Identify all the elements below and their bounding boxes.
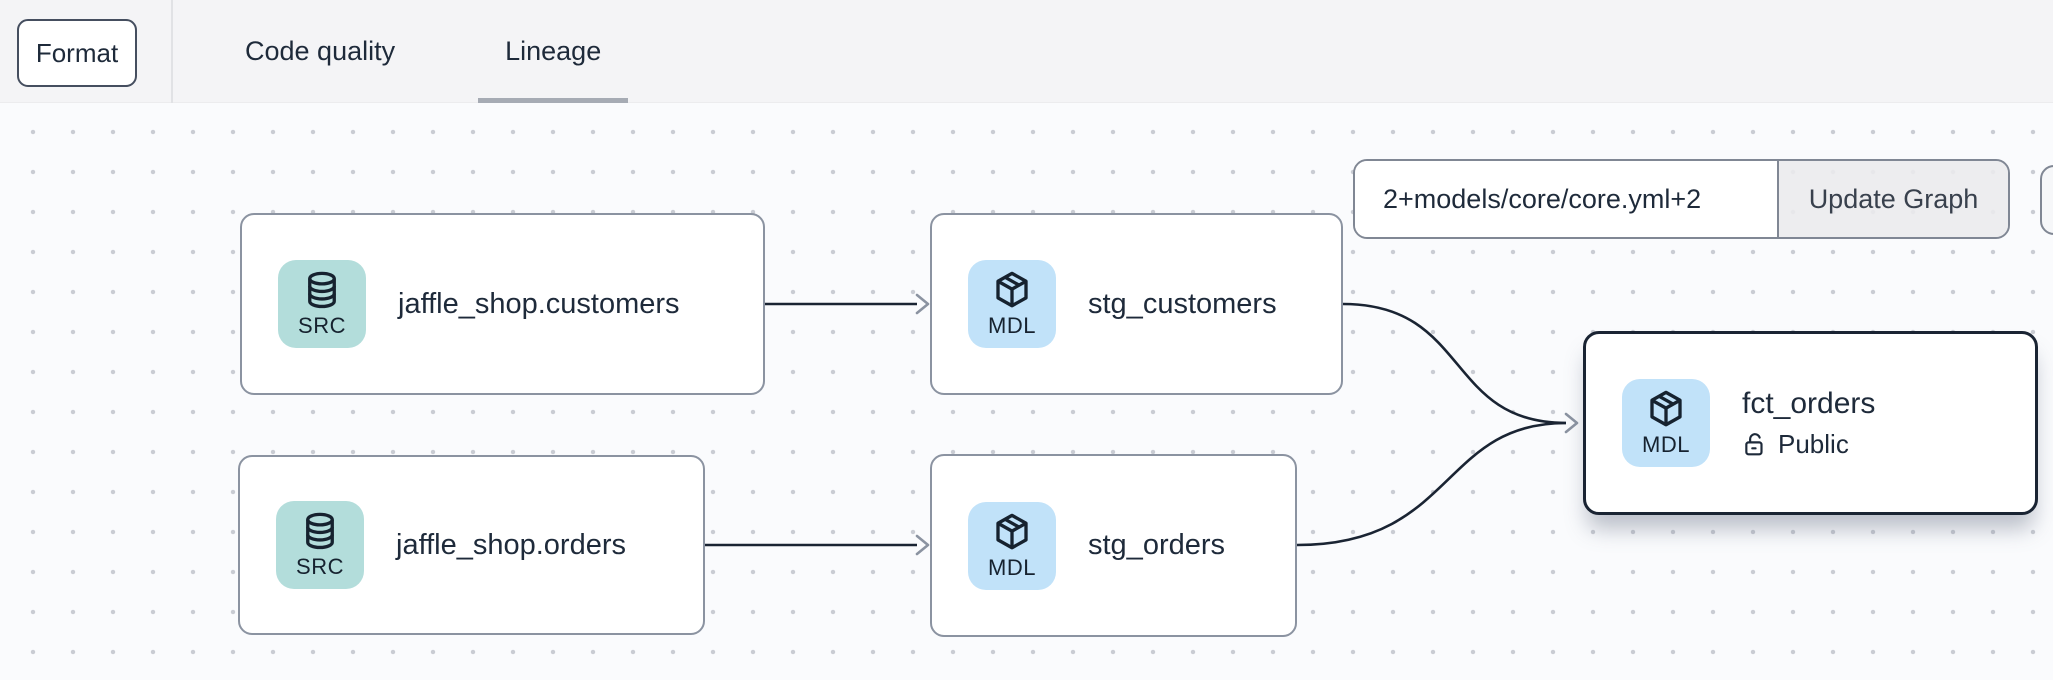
badge-label: MDL <box>1642 432 1690 457</box>
cube-icon <box>1650 390 1682 427</box>
node-label: jaffle_shop.customers <box>398 287 680 320</box>
tab-lineage[interactable]: Lineage <box>450 0 656 103</box>
top-toolbar: Format Code quality Lineage <box>0 0 2053 103</box>
access-badge: Public <box>1742 429 1875 460</box>
node-stg-orders[interactable]: MDL stg_orders <box>930 454 1297 637</box>
cube-icon <box>996 513 1028 549</box>
lineage-edges <box>705 293 1579 556</box>
badge-label: SRC <box>296 554 344 579</box>
node-fct-orders[interactable]: MDL fct_orders Public <box>1583 331 2038 515</box>
update-graph-button[interactable]: Update Graph <box>1777 161 2008 237</box>
model-type-badge: MDL <box>968 260 1056 348</box>
node-jaffle-shop-orders[interactable]: SRC jaffle_shop.orders <box>238 455 705 635</box>
badge-label: MDL <box>988 313 1036 338</box>
edge-stg-customers-to-fct-orders <box>1342 302 1567 425</box>
node-label: stg_customers <box>1088 287 1277 320</box>
node-jaffle-shop-customers[interactable]: SRC jaffle_shop.customers <box>240 213 765 395</box>
model-selector-input[interactable] <box>1355 161 1777 237</box>
arrowhead-icon <box>915 534 930 556</box>
arrowhead-icon <box>915 293 930 315</box>
tab-code-quality[interactable]: Code quality <box>245 36 396 66</box>
edge-stg-orders-to-fct-orders <box>1296 421 1567 547</box>
node-text-column: fct_orders Public <box>1742 387 1875 460</box>
toolbar-divider <box>171 0 173 103</box>
access-label: Public <box>1778 428 1849 459</box>
node-stg-customers[interactable]: MDL stg_customers <box>930 213 1343 395</box>
database-icon <box>308 271 336 309</box>
node-label: fct_orders <box>1742 386 1876 420</box>
node-label: stg_orders <box>1088 529 1226 561</box>
badge-label: MDL <box>988 554 1036 580</box>
source-type-badge: SRC <box>276 501 364 589</box>
partial-button-right-edge[interactable] <box>2040 165 2053 235</box>
arrowhead-icon <box>1564 412 1579 434</box>
unlock-icon <box>1745 433 1763 456</box>
database-icon <box>306 512 334 550</box>
model-type-badge: MDL <box>968 501 1056 590</box>
cube-icon <box>996 271 1028 308</box>
lineage-canvas[interactable]: SRC jaffle_shop.customers MDL stg_custom… <box>0 103 2053 680</box>
format-button[interactable]: Format <box>17 19 137 87</box>
tab-bar: Code quality Lineage <box>190 0 656 103</box>
badge-label: SRC <box>298 313 346 338</box>
model-selector-control: Update Graph <box>1353 159 2010 239</box>
model-type-badge: MDL <box>1622 379 1710 467</box>
node-label: jaffle_shop.orders <box>396 528 627 561</box>
source-type-badge: SRC <box>278 260 366 348</box>
